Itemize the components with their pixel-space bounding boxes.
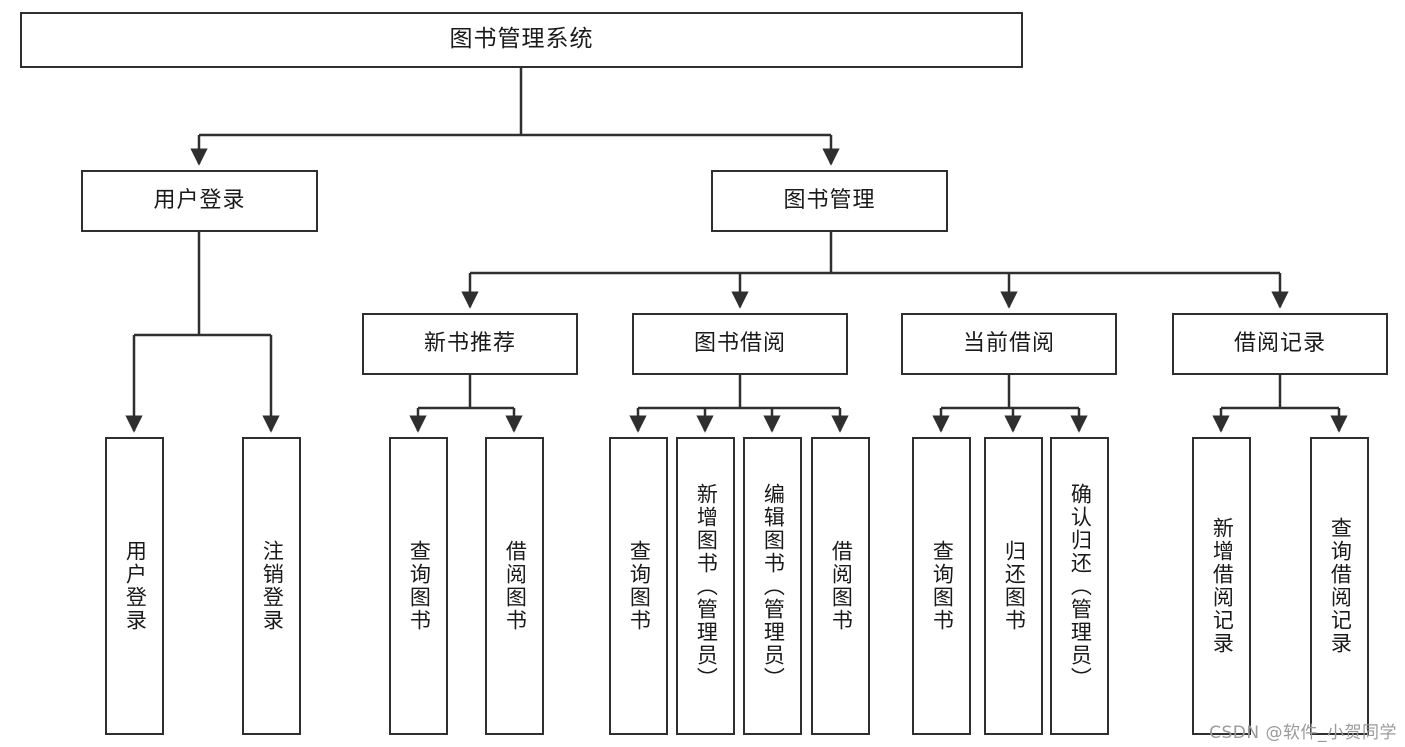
node-leaf-borrow-books-recommend[interactable]: 借阅图书 (485, 437, 544, 735)
node-label: 确认归还（管理员） (1068, 482, 1093, 690)
node-label: 图书管理系统 (449, 26, 594, 53)
node-label: 图书借阅 (693, 330, 786, 356)
node-leaf-query-borrow-record[interactable]: 查询借阅记录 (1310, 437, 1369, 735)
node-label: 编辑图书（管理员） (761, 482, 786, 690)
node-label: 借阅记录 (1233, 330, 1326, 356)
node-label: 新书推荐 (423, 330, 516, 356)
node-leaf-edit-book-admin[interactable]: 编辑图书（管理员） (743, 437, 802, 735)
node-root-book-management-system[interactable]: 图书管理系统 (20, 12, 1023, 68)
node-new-book-recommendation[interactable]: 新书推荐 (362, 313, 578, 375)
node-book-management[interactable]: 图书管理 (711, 170, 948, 232)
node-label: 查询图书 (627, 540, 652, 632)
node-label: 查询图书 (407, 540, 432, 632)
node-label: 注销登录 (260, 540, 285, 632)
node-leaf-return-books[interactable]: 归还图书 (984, 437, 1043, 735)
node-label: 用户登录 (153, 187, 246, 213)
node-label: 当前借阅 (962, 330, 1055, 356)
node-label: 借阅图书 (829, 540, 854, 632)
node-leaf-add-borrow-record[interactable]: 新增借阅记录 (1192, 437, 1251, 735)
node-leaf-query-books-borrow[interactable]: 查询图书 (609, 437, 668, 735)
node-label: 新增借阅记录 (1210, 517, 1235, 655)
node-leaf-user-login[interactable]: 用户登录 (105, 437, 164, 735)
node-book-borrowing[interactable]: 图书借阅 (632, 313, 848, 375)
node-label: 归还图书 (1002, 540, 1027, 632)
node-label: 图书管理 (783, 187, 876, 213)
node-leaf-query-books-current[interactable]: 查询图书 (912, 437, 971, 735)
node-borrowing-records[interactable]: 借阅记录 (1172, 313, 1388, 375)
node-leaf-borrow-books[interactable]: 借阅图书 (811, 437, 870, 735)
node-label: 用户登录 (123, 540, 148, 632)
node-label: 借阅图书 (503, 540, 528, 632)
node-leaf-confirm-return-admin[interactable]: 确认归还（管理员） (1050, 437, 1109, 735)
node-leaf-query-books-recommend[interactable]: 查询图书 (389, 437, 448, 735)
node-label: 查询图书 (930, 540, 955, 632)
node-user-login[interactable]: 用户登录 (81, 170, 318, 232)
node-leaf-add-book-admin[interactable]: 新增图书（管理员） (676, 437, 735, 735)
node-leaf-logout[interactable]: 注销登录 (242, 437, 301, 735)
node-current-borrowing[interactable]: 当前借阅 (901, 313, 1117, 375)
node-label: 新增图书（管理员） (694, 482, 719, 690)
node-label: 查询借阅记录 (1328, 517, 1353, 655)
